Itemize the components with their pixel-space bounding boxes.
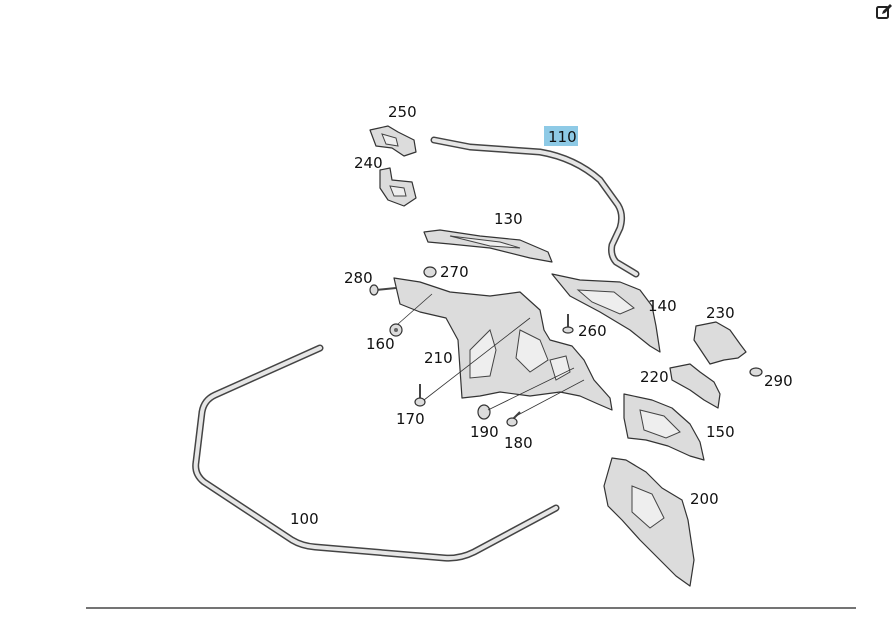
callout-110-highlight	[544, 126, 578, 146]
callout-270[interactable]: 270	[440, 263, 469, 281]
callout-180[interactable]: 180	[504, 434, 533, 452]
part-240-bracket[interactable]	[379, 167, 417, 207]
callout-190[interactable]: 190	[470, 423, 499, 441]
part-250-bracket[interactable]	[369, 125, 417, 157]
part-200-panel[interactable]	[603, 457, 695, 587]
part-160-nut[interactable]	[389, 323, 403, 337]
part-150-panel[interactable]	[623, 393, 705, 461]
callout-200[interactable]: 200	[690, 490, 719, 508]
part-190-washer[interactable]	[477, 404, 491, 420]
callout-210[interactable]: 210	[424, 349, 453, 367]
part-140-panel[interactable]	[551, 273, 661, 353]
callout-240[interactable]: 240	[354, 154, 383, 172]
part-290-clip[interactable]	[749, 367, 763, 377]
callout-280[interactable]: 280	[344, 269, 373, 287]
part-220-bracket[interactable]	[669, 363, 721, 409]
part-100-seal-strip[interactable]	[192, 344, 560, 562]
part-170-screw[interactable]	[414, 384, 426, 407]
callout-230[interactable]: 230	[706, 304, 735, 322]
part-230-bracket[interactable]	[693, 321, 747, 365]
callout-150[interactable]: 150	[706, 423, 735, 441]
callout-160[interactable]: 160	[366, 335, 395, 353]
callout-110[interactable]: 110	[548, 128, 577, 146]
part-110-rail[interactable]	[430, 136, 640, 278]
callout-130[interactable]: 130	[494, 210, 523, 228]
part-260-bolt[interactable]	[562, 314, 574, 334]
part-280-screw[interactable]	[369, 284, 397, 296]
callout-260[interactable]: 260	[578, 322, 607, 340]
part-180-screw[interactable]	[506, 411, 521, 427]
callout-290[interactable]: 290	[764, 372, 793, 390]
edit-button[interactable]	[874, 2, 894, 22]
edit-icon	[876, 4, 892, 19]
part-270-clip[interactable]	[423, 266, 437, 278]
callout-100[interactable]: 100	[290, 510, 319, 528]
part-130-panel[interactable]	[423, 229, 553, 263]
callout-220[interactable]: 220	[640, 368, 669, 386]
callout-170[interactable]: 170	[396, 410, 425, 428]
callout-140[interactable]: 140	[648, 297, 677, 315]
callout-250[interactable]: 250	[388, 103, 417, 121]
